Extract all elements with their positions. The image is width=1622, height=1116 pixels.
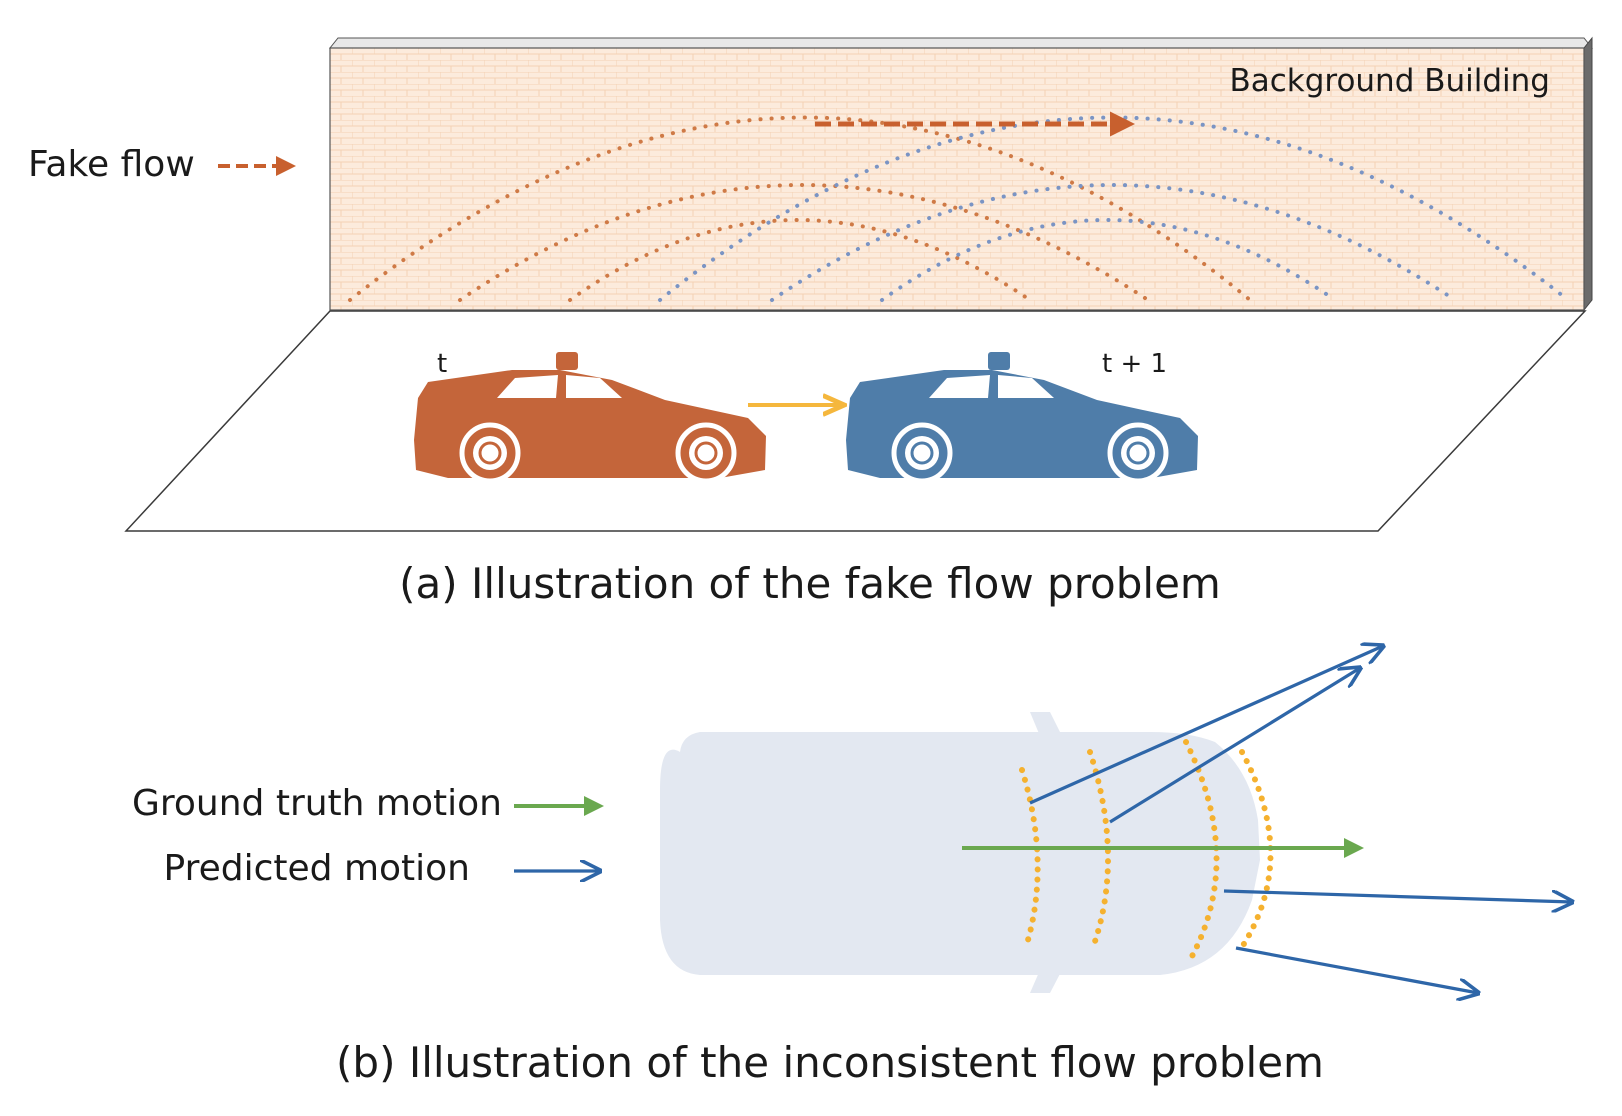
lidar-sensor-icon bbox=[988, 352, 1010, 370]
orange-arc-middle bbox=[458, 183, 1150, 302]
caption-b: (b) Illustration of the inconsistent flo… bbox=[336, 1038, 1324, 1087]
lidar-scan-line bbox=[1183, 739, 1220, 963]
lidar-points bbox=[1019, 739, 1274, 963]
fake-flow-label: Fake flow bbox=[28, 144, 195, 185]
blue-arc-middle bbox=[770, 183, 1457, 302]
lidar-scan-line bbox=[1237, 749, 1274, 953]
car-t bbox=[414, 352, 766, 484]
dotted-arcs bbox=[348, 115, 1570, 302]
orange-arc-inner bbox=[568, 218, 1032, 302]
lidar-sensor-icon bbox=[556, 352, 578, 370]
car-t1-label: t + 1 bbox=[1102, 349, 1167, 379]
predicted-arrow bbox=[1109, 668, 1360, 824]
wall-label: Background Building bbox=[1229, 63, 1550, 99]
caption-a: (a) Illustration of the fake flow proble… bbox=[399, 559, 1221, 608]
predicted-arrow bbox=[1235, 946, 1478, 993]
panel-a: Background Building Fake flow t bbox=[28, 36, 1594, 608]
legend-predicted-label: Predicted motion bbox=[164, 848, 471, 889]
car-topview-icon bbox=[660, 712, 1260, 993]
legend-ground-truth-label: Ground truth motion bbox=[132, 783, 502, 824]
lidar-scan-line bbox=[1019, 767, 1041, 943]
blue-arc-inner bbox=[880, 218, 1337, 302]
orange-arc-outer bbox=[348, 115, 1252, 302]
predicted-arrows bbox=[1029, 646, 1572, 993]
panel-b: Ground truth motion Predicted motion (b)… bbox=[132, 646, 1572, 1087]
car-t1 bbox=[846, 352, 1198, 484]
predicted-arrow bbox=[1029, 646, 1383, 805]
car-t-label: t bbox=[437, 349, 447, 379]
predicted-arrow bbox=[1223, 889, 1572, 902]
background-building bbox=[328, 36, 1594, 312]
